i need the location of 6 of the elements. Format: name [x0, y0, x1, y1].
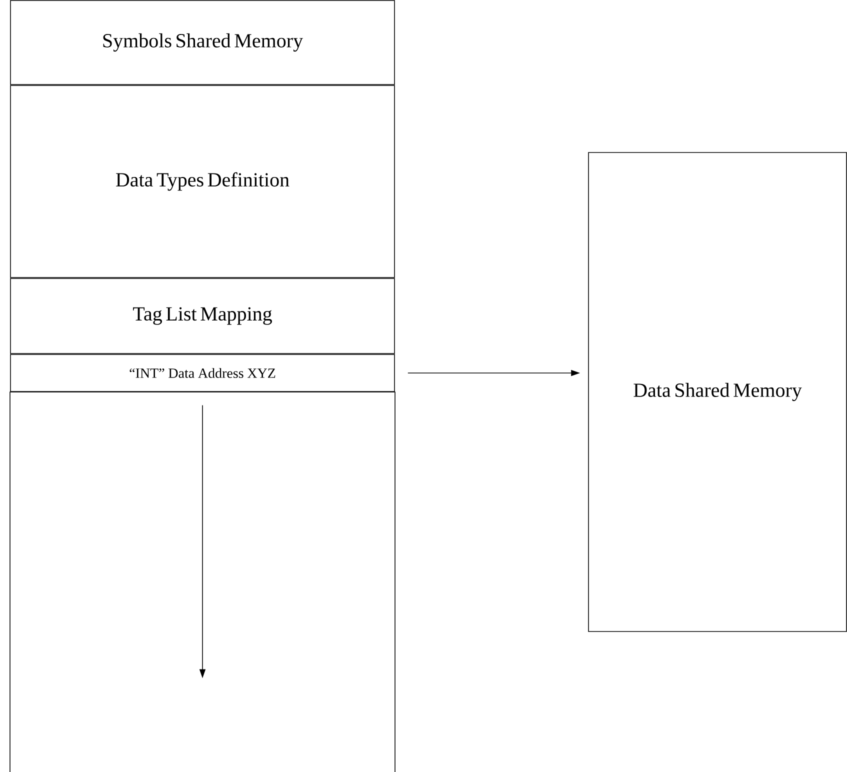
memory-segment: Tag List Mapping	[10, 278, 395, 354]
memory-block: Data Shared Memory	[588, 152, 847, 632]
memory-segment	[10, 392, 396, 772]
memory-segment: “INT” Data Address XYZ	[10, 354, 395, 392]
memory-segment: Symbols Shared Memory	[10, 0, 395, 85]
memory-segment: Data Types Definition	[10, 85, 395, 278]
